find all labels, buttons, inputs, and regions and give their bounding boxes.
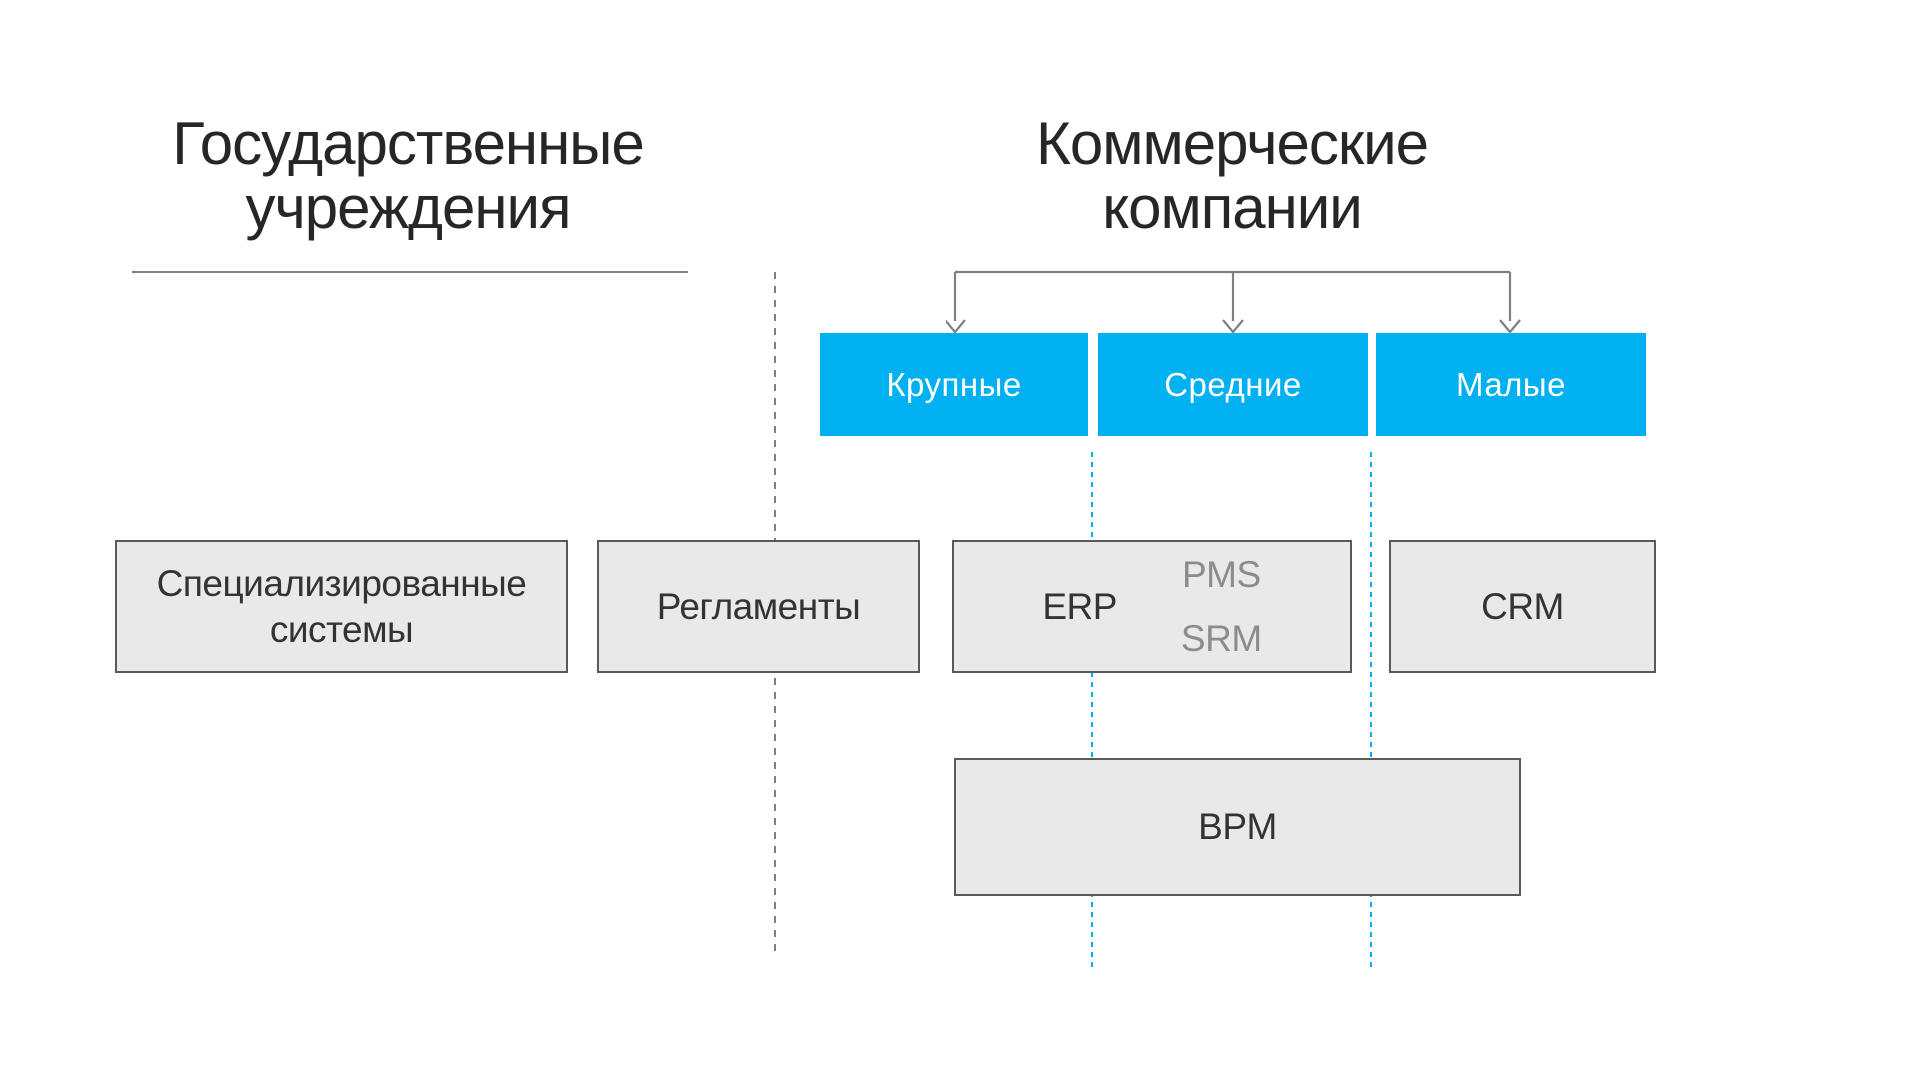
branch-arrows-connector: [946, 270, 1521, 334]
crm-label: CRM: [1481, 585, 1564, 627]
left-title-line1: Государственные: [172, 110, 644, 177]
size-box-medium: Средние: [1098, 333, 1368, 436]
erp-side-labels: PMS SRM: [1181, 543, 1262, 671]
srm-label: SRM: [1180, 617, 1262, 659]
arrow-down-icon: [946, 319, 966, 334]
arrow-down-icon: [1499, 319, 1521, 334]
right-title-line2: компании: [1102, 174, 1363, 241]
arrow-down-icon: [1222, 319, 1244, 334]
right-column-title: Коммерческие компании: [932, 112, 1532, 240]
blue-dotted-guide-line-2: [1370, 452, 1372, 968]
erp-box: ERP PMS SRM: [952, 540, 1352, 673]
pms-label: PMS: [1181, 553, 1261, 595]
left-title-line2: учреждения: [245, 174, 572, 241]
size-box-medium-label: Средние: [1164, 365, 1302, 403]
crm-box: CRM: [1389, 540, 1656, 673]
bpm-label: BPM: [1198, 806, 1277, 847]
regulations-box: Регламенты: [597, 540, 920, 673]
regulations-label: Регламенты: [656, 585, 861, 627]
right-title-line1: Коммерческие: [1035, 110, 1429, 177]
left-title-underline: [132, 271, 688, 273]
size-box-large: Крупные: [820, 333, 1088, 436]
specialized-systems-box: Специализированные системы: [115, 540, 568, 673]
size-box-large-label: Крупные: [886, 365, 1022, 403]
bpm-box: BPM: [954, 758, 1521, 896]
left-column-title: Государственные учреждения: [108, 112, 708, 240]
specialized-systems-label: Специализированные системы: [156, 562, 527, 650]
blue-dotted-guide-line-1: [1091, 452, 1093, 968]
size-box-small-label: Малые: [1455, 365, 1567, 403]
size-box-small: Малые: [1376, 333, 1646, 436]
erp-label: ERP: [1042, 585, 1117, 627]
